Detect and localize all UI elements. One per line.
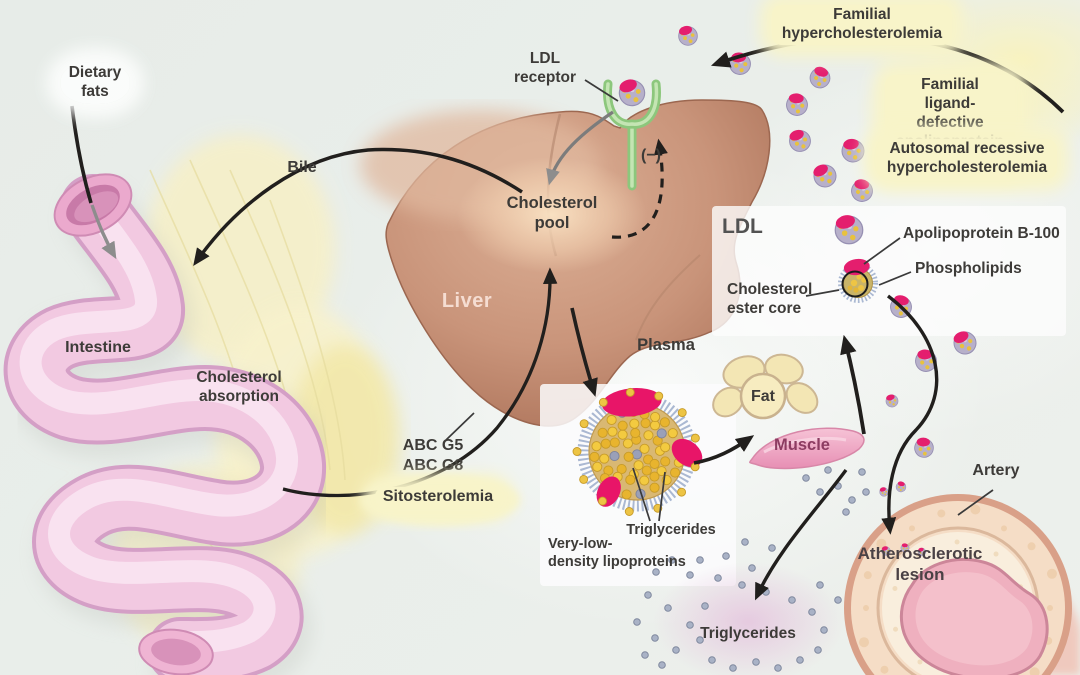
- label-artery: Artery: [972, 462, 1020, 479]
- arrow-absorption-to-pool: [282, 267, 558, 498]
- label-intestine: Intestine: [65, 339, 131, 356]
- ldl-particles: [677, 24, 979, 557]
- cholesterol-pool-glow: [457, 157, 647, 273]
- label-ldl-title: LDL: [722, 215, 763, 238]
- label-triglycerides-vldl: Triglycerides: [626, 522, 716, 538]
- label-bile: Bile: [287, 159, 317, 176]
- ldl-bound-particle: [616, 75, 647, 108]
- label-triglycerides-plasma: Triglycerides: [700, 625, 796, 642]
- ldl-callout-box: [712, 206, 1066, 336]
- label-vldl: Very-low- density lipoproteins: [548, 536, 686, 570]
- arrow-to-triglycerides: [755, 468, 848, 601]
- vldl-particle: [572, 387, 703, 516]
- arrows: [70, 35, 1065, 601]
- label-cholesterol-absorption: Cholesterol absorption: [196, 369, 282, 405]
- pointer-apolipoprotein: [863, 237, 901, 265]
- label-negative-sign: (−): [641, 147, 661, 164]
- label-muscle: Muscle: [774, 436, 830, 454]
- arrow-receptor-to-pool: [546, 110, 614, 186]
- ldl-receptor-shape: [603, 75, 661, 191]
- triglyceride-dots: [633, 466, 870, 672]
- intestine-opening-bottom: [138, 628, 214, 675]
- arrow-to-ldl: [840, 334, 866, 435]
- arrow-bile: [193, 147, 523, 267]
- label-plasma: Plasma: [637, 336, 695, 354]
- label-familial-hypercholesterolemia: Familial hypercholesterolemia: [771, 5, 953, 45]
- label-atherosclerotic-lesion: Atherosclerotic lesion: [857, 544, 983, 584]
- artery-shape: [844, 494, 1080, 675]
- label-cholesterol-ester-core: Cholesterol ester core: [727, 281, 813, 317]
- pointer-triglycerides-a: [632, 467, 651, 522]
- arrow-liver-to-vldl: [570, 307, 598, 397]
- label-liver: Liver: [441, 290, 493, 312]
- pointer-phospholipids: [878, 271, 912, 286]
- arrow-ldl-to-artery: [881, 294, 939, 535]
- fat-cells: [712, 353, 819, 420]
- pointer-triglycerides-b: [658, 471, 666, 522]
- triglycerides-glow: [653, 562, 843, 675]
- pointer-abc: [445, 412, 475, 441]
- arrow-vldl-to-muscle: [693, 435, 755, 465]
- muscle-shape: [749, 427, 865, 470]
- label-autosomal-recessive: Autosomal recessive hypercholesterolemia: [876, 139, 1058, 179]
- pointer-ldl-receptor: [584, 79, 619, 102]
- label-dietary-fats: Dietary fats: [60, 62, 130, 104]
- label-ldl-receptor: LDL receptor: [513, 50, 577, 86]
- pointer-lines: [445, 79, 994, 522]
- label-apolipoprotein-b100: Apolipoprotein B-100: [903, 225, 1060, 242]
- arrow-dietary-fats: [70, 105, 93, 204]
- ldl-featured-particle: [838, 258, 878, 303]
- pointer-cholesterol-ester: [805, 289, 840, 297]
- label-fat: Fat: [751, 388, 775, 405]
- pointer-artery: [957, 489, 994, 516]
- label-sitosterolemia: Sitosterolemia: [374, 487, 502, 507]
- label-abc-transporters: ABC G5 ABC G8: [402, 437, 464, 474]
- label-phospholipids: Phospholipids: [915, 260, 1022, 277]
- label-cholesterol-pool: Cholesterol pool: [506, 194, 598, 233]
- intestine-shape: [3, 173, 335, 675]
- arrow-negative-feedback: [611, 138, 668, 239]
